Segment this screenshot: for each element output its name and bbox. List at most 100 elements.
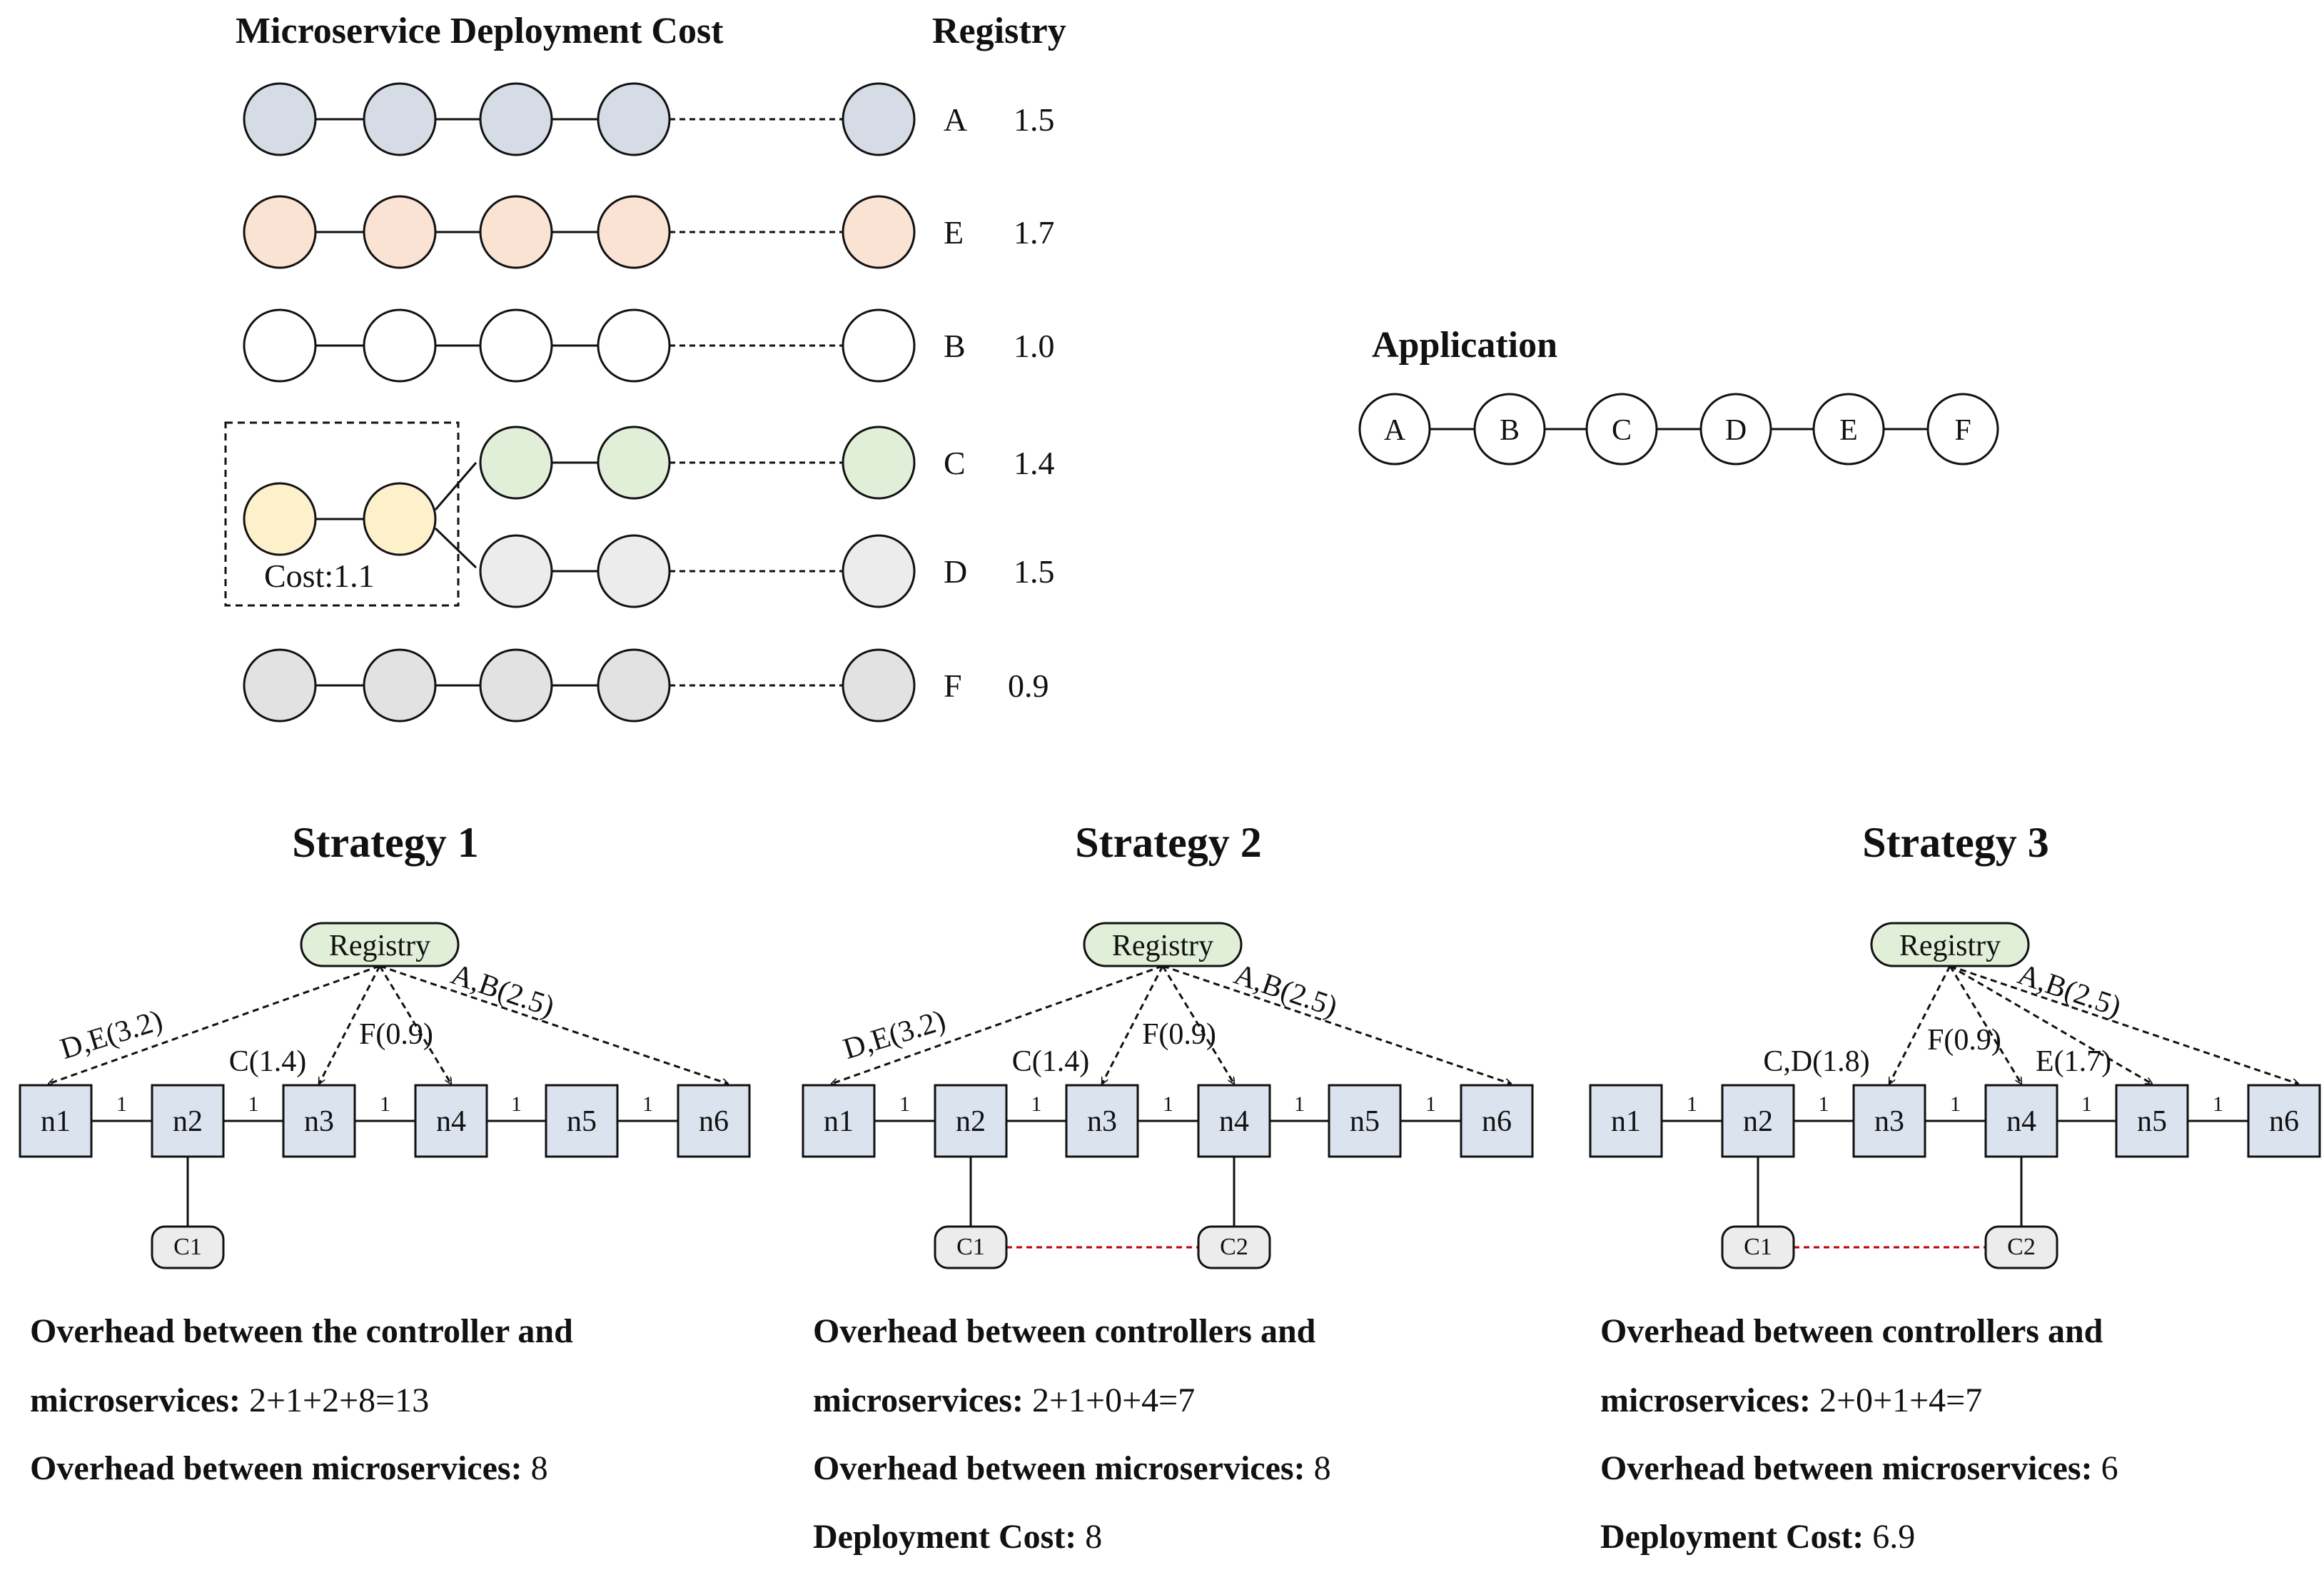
- network-node: [1589, 1084, 1663, 1158]
- link-weight: 1: [116, 1092, 127, 1116]
- app-node-label: E: [1839, 414, 1858, 447]
- network-node-label: n1: [41, 1105, 71, 1138]
- deployment-arrow-label: E(1.7): [2036, 1045, 2111, 1078]
- app-node-circle: [1699, 393, 1772, 466]
- deployment-arrow: [318, 965, 381, 1084]
- registry-node: [1083, 922, 1243, 967]
- network-node-label: n3: [304, 1105, 334, 1138]
- deployment-arrow-label: D,E(3.2): [839, 1004, 949, 1066]
- network-node: [19, 1084, 93, 1158]
- network-node-label: n5: [567, 1105, 597, 1138]
- registry-service-name: A: [944, 101, 967, 138]
- network-node-label: n2: [1743, 1105, 1773, 1138]
- link-weight: 1: [1950, 1092, 1961, 1116]
- service-instance-circle: [597, 534, 671, 608]
- controller-label: C1: [173, 1234, 202, 1260]
- app-node-circle: [1812, 393, 1885, 466]
- link-weight: 1: [1031, 1092, 1042, 1116]
- deployment-arrow-label: F(0.9): [359, 1018, 433, 1051]
- strategy-title: Strategy 2: [1075, 819, 1262, 866]
- summary-label: Overhead between microservices:: [813, 1449, 1305, 1487]
- registry-node: [300, 922, 460, 967]
- registry-title: Registry: [932, 11, 1066, 51]
- registry-service-name: E: [944, 214, 964, 251]
- link-weight: 1: [1819, 1092, 1829, 1116]
- service-instance-circle: [363, 82, 437, 156]
- link-weight: 1: [380, 1092, 390, 1116]
- summary-value: 8: [1076, 1518, 1102, 1556]
- strategy-title: Strategy 1: [292, 819, 479, 866]
- summary-line-4: Deployment Cost: 6.9: [1600, 1518, 1915, 1556]
- service-instance-circle: [479, 308, 553, 383]
- network-node-label: n6: [699, 1105, 729, 1138]
- registry-node-label: Registry: [1112, 930, 1213, 962]
- registry-node-label: Registry: [1899, 930, 2001, 962]
- summary-label: Overhead between controllers and: [1600, 1312, 2103, 1350]
- registry-service-cost: 1.4: [1014, 445, 1055, 481]
- network-node-label: n2: [956, 1105, 986, 1138]
- network-node: [1065, 1084, 1139, 1158]
- network-node: [282, 1084, 356, 1158]
- controller-node: [1721, 1225, 1795, 1269]
- deployment-arrow: [1949, 965, 2152, 1084]
- controller-label: C2: [1220, 1234, 1248, 1260]
- service-instance-circle: [363, 308, 437, 383]
- network-node-label: n1: [1611, 1105, 1641, 1138]
- chain-d: D 1.5: [479, 534, 1055, 608]
- summary-value: 2+1+2+8=13: [241, 1382, 429, 1419]
- registry-service-name: C: [944, 445, 966, 481]
- link-weight: 1: [2081, 1092, 2092, 1116]
- deployment-arrow-label: D,E(3.2): [56, 1004, 166, 1066]
- chain-c: C 1.4: [479, 426, 1055, 500]
- network-node-label: n6: [1482, 1105, 1512, 1138]
- summary-line-4: Deployment Cost: 8: [813, 1518, 1102, 1556]
- link-weight: 1: [1163, 1092, 1173, 1116]
- network-node-label: n5: [1350, 1105, 1380, 1138]
- network-node: [677, 1084, 751, 1158]
- registry-service-cost: 1.0: [1014, 328, 1055, 364]
- registry-service-name: D: [944, 553, 967, 590]
- registry-service-cost: 1.5: [1014, 553, 1055, 590]
- link-weight: 1: [248, 1092, 259, 1116]
- summary-value: 6: [2093, 1449, 2118, 1487]
- network-node-label: n6: [2269, 1105, 2299, 1138]
- service-instance-circle: [597, 82, 671, 156]
- summary-line-3: Overhead between microservices: 8: [30, 1449, 548, 1487]
- summary-value: 2+1+0+4=7: [1024, 1382, 1195, 1419]
- deployment-arrow: [49, 965, 380, 1084]
- summary-line-1: Overhead between controllers and: [813, 1312, 1316, 1350]
- network-node: [414, 1084, 488, 1158]
- service-instance-circle: [597, 426, 671, 500]
- registry-service-cost: 1.5: [1014, 101, 1055, 138]
- network-node: [934, 1084, 1008, 1158]
- service-instance-circle: [842, 648, 916, 723]
- app-node-circle: [1926, 393, 1999, 466]
- network-node: [2247, 1084, 2321, 1158]
- service-instance-circle: [479, 82, 553, 156]
- registry-node: [1870, 922, 2030, 967]
- deployment-arrow: [1949, 965, 2021, 1084]
- app-node-circle: [1585, 393, 1658, 466]
- summary-value: 2+0+1+4=7: [1811, 1382, 1982, 1419]
- network-node: [151, 1084, 225, 1158]
- deployment-cost-title: Microservice Deployment Cost: [236, 11, 724, 51]
- app-node-label: C: [1612, 414, 1632, 447]
- network-node-label: n3: [1087, 1105, 1117, 1138]
- shared-service-circle: [363, 482, 437, 556]
- controller-label: C1: [1744, 1234, 1772, 1260]
- shared-cost-label: Cost:1.1: [264, 558, 375, 594]
- service-instance-circle: [842, 195, 916, 269]
- strategy-title: Strategy 3: [1862, 819, 2049, 866]
- network-node: [2115, 1084, 2189, 1158]
- network-node-label: n2: [173, 1105, 203, 1138]
- deployment-arrow-label: A,B(2.5): [1230, 958, 1341, 1024]
- app-node-label: F: [1954, 414, 1971, 447]
- deployment-arrow: [1888, 965, 1951, 1084]
- network-node-label: n5: [2137, 1105, 2167, 1138]
- service-instance-circle: [363, 195, 437, 269]
